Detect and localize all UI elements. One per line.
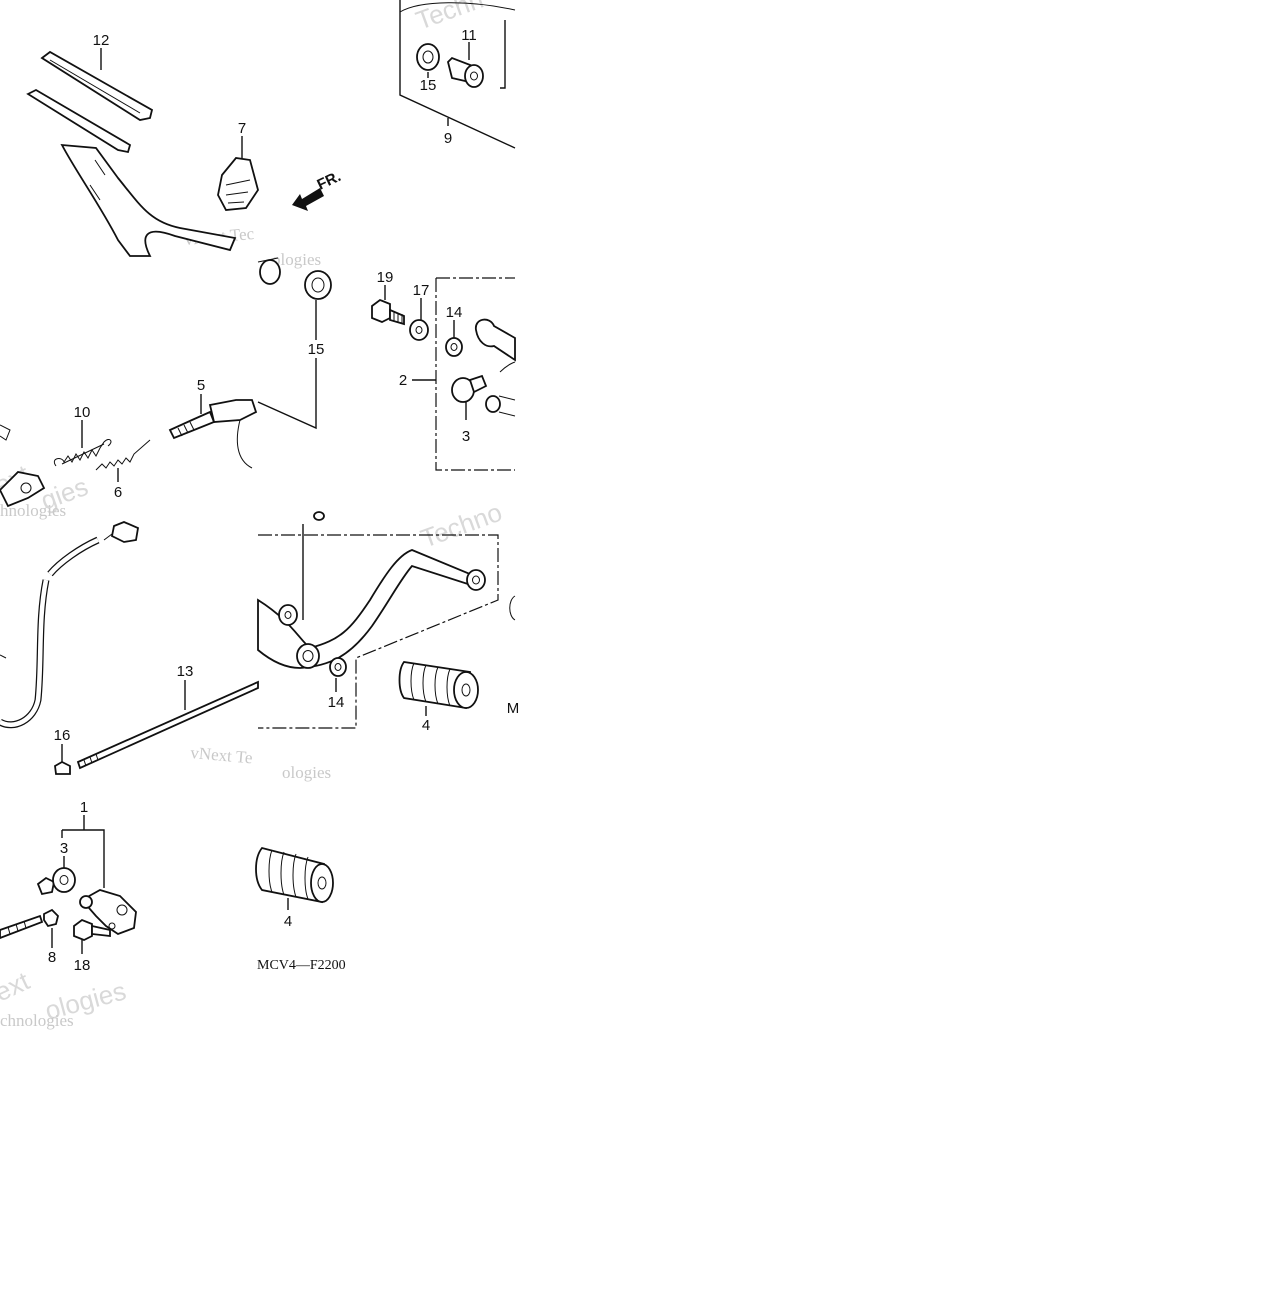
bracket-shift-pedal: [258, 534, 499, 729]
callout-16: 16: [54, 727, 71, 744]
callout-13: 13: [177, 663, 194, 680]
callout-12: 12: [93, 32, 110, 49]
watermark-text: hnologies: [0, 501, 66, 520]
lock-nut: [43, 908, 59, 928]
callout-3: 3: [462, 428, 470, 445]
bolt: [371, 298, 391, 323]
callout-7: 7: [238, 120, 246, 137]
watermark-text: vNext Te: [190, 743, 254, 767]
callout-17: 17: [413, 282, 430, 299]
callout-4b: 4: [284, 913, 292, 930]
spring-group: [0, 394, 258, 508]
brake-light-switch: [217, 157, 259, 211]
callout-15b: 15: [308, 341, 325, 358]
pedal-pivot-fragment: [0, 471, 46, 508]
bracket-2: [435, 278, 515, 471]
figure-code: MCV4—F2200: [257, 958, 346, 973]
oil-seal: [416, 43, 440, 71]
shift-pedal-group: [257, 511, 516, 729]
return-spring-large: [53, 439, 112, 467]
bracket-9: [399, 0, 516, 149]
callout-18: 18: [74, 957, 91, 974]
pedal-rubber-texture: [49, 59, 141, 114]
oil-seal-b: [304, 270, 332, 300]
callout-15: 15: [420, 77, 437, 94]
wire-connector: [110, 521, 140, 543]
shift-arm-group: [371, 277, 516, 471]
joint-group: [0, 815, 137, 954]
front-direction-label: FR.: [315, 168, 344, 194]
rod-clevis: [208, 399, 258, 423]
callout-11: 11: [461, 27, 477, 44]
callout-6: 6: [114, 484, 122, 501]
bracket-11: [500, 20, 506, 89]
brake-rod: [76, 680, 259, 770]
dust-seal-14b: [329, 657, 347, 677]
watermark-text: ologies: [272, 250, 321, 269]
callout-14b: 14: [328, 694, 345, 711]
pivot-collar-group: [399, 0, 516, 149]
shift-peg: [466, 569, 486, 591]
callout-9: 9: [444, 130, 452, 147]
dust-seal: [259, 259, 281, 285]
leader-15b: [257, 358, 317, 430]
watermark-text: Techno: [417, 497, 506, 554]
callout-4: 4: [422, 717, 430, 734]
joint-bolt: [73, 918, 93, 941]
joint-ball-b: [52, 867, 76, 893]
watermark-text: ext: [0, 965, 35, 1007]
dust-seal-14: [445, 337, 463, 357]
callout-3b: 3: [60, 840, 68, 857]
watermark-text: chnologies: [0, 1011, 74, 1030]
callout-1: 1: [80, 799, 88, 816]
watermark-text: ologies: [282, 763, 331, 782]
figure-code-partial: M: [507, 700, 520, 717]
callout-5: 5: [197, 377, 205, 394]
washer: [409, 319, 429, 341]
pedal-arm: [60, 143, 237, 257]
callout-8: 8: [48, 949, 56, 966]
bracket-1: [61, 829, 105, 888]
pedal-arm-marks: [89, 159, 106, 201]
pedal-rubber: [40, 50, 154, 121]
adjusting-nut: [54, 760, 71, 775]
frame-outline: [399, 2, 516, 13]
front-direction-arrow-icon: [292, 188, 324, 211]
brake-pedal-group: FR.: [26, 48, 344, 257]
callout-10: 10: [74, 404, 91, 421]
brake-rod-joint: [80, 889, 137, 936]
shift-rubber-bottom-group: [255, 846, 334, 910]
shift-shaft: [475, 318, 516, 362]
seal-rod-group: [257, 257, 332, 430]
callout-14: 14: [446, 304, 463, 321]
return-spring-small: [95, 439, 151, 471]
callout-19: 19: [377, 269, 394, 286]
pedal-pad: [26, 88, 132, 154]
callout-2: 2: [399, 372, 407, 389]
switch-threads: [225, 179, 251, 204]
brake-rod-group: [54, 680, 259, 775]
switch-wire-group: [0, 521, 140, 729]
